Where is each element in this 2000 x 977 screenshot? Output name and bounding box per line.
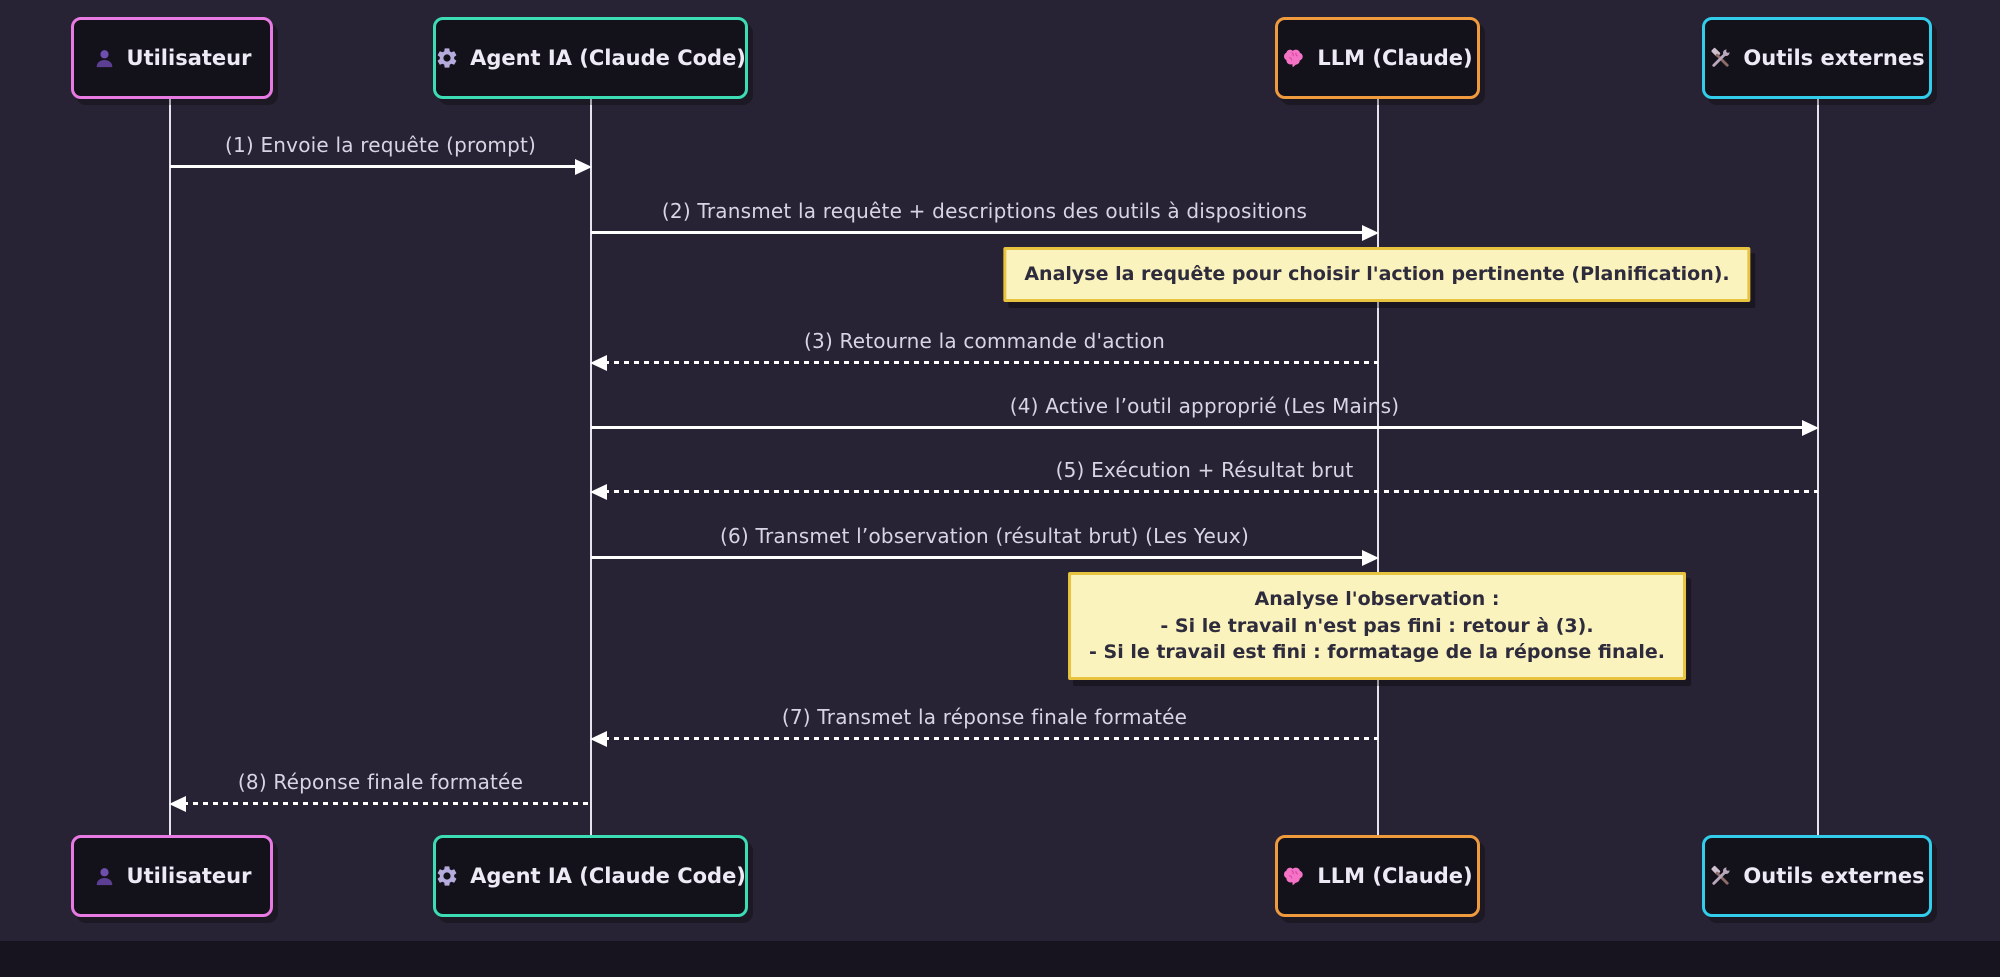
message-3-label: (3) Retourne la commande d'action <box>804 329 1165 353</box>
actor-label: Outils externes <box>1743 46 1925 70</box>
actor-agent-top: Agent IA (Claude Code) <box>433 17 748 99</box>
actor-utilisateur-top: Utilisateur <box>71 17 273 99</box>
message-5-arrow <box>604 490 1818 493</box>
message-5-label: (5) Exécution + Résultat brut <box>1055 458 1354 482</box>
message-2: (2) Transmet la requête + descriptions d… <box>591 194 1379 241</box>
actor-label: Agent IA (Claude Code) <box>470 864 746 888</box>
message-7: (7) Transmet la réponse finale formatée <box>590 700 1378 747</box>
tools-icon <box>1711 865 1731 885</box>
note-planification: Analyse la requête pour choisir l'action… <box>1003 247 1751 302</box>
actor-label: Agent IA (Claude Code) <box>470 46 746 70</box>
actor-label: Utilisateur <box>126 864 252 888</box>
actor-llm-top: LLM (Claude) <box>1275 17 1480 99</box>
message-4-label: (4) Active l’outil approprié (Les Mains) <box>1009 394 1400 418</box>
message-4-arrow <box>591 426 1805 429</box>
lifeline-agent <box>590 99 592 835</box>
gear-icon <box>437 48 457 68</box>
arrowhead-icon <box>590 484 607 500</box>
arrowhead-icon <box>1362 225 1379 241</box>
message-4: (4) Active l’outil approprié (Les Mains) <box>591 389 1819 436</box>
message-8-label: (8) Réponse finale formatée <box>237 770 524 794</box>
message-6-label: (6) Transmet l’observation (résultat bru… <box>720 524 1249 548</box>
arrowhead-icon <box>575 159 592 175</box>
note-observation: Analyse l'observation : - Si le travail … <box>1068 572 1686 680</box>
message-2-label: (2) Transmet la requête + descriptions d… <box>661 199 1308 223</box>
user-icon <box>96 867 112 885</box>
message-2-arrow <box>591 231 1365 234</box>
lifeline-outils <box>1817 99 1819 835</box>
message-6-arrow <box>591 556 1365 559</box>
actor-utilisateur-bottom: Utilisateur <box>71 835 273 917</box>
message-1-label: (1) Envoie la requête (prompt) <box>224 133 537 157</box>
message-8-arrow <box>183 802 591 805</box>
actor-outils-top: Outils externes <box>1702 17 1932 99</box>
message-7-label: (7) Transmet la réponse finale formatée <box>781 705 1188 729</box>
bottom-band <box>0 941 2000 977</box>
brain-icon <box>1284 867 1304 886</box>
message-3: (3) Retourne la commande d'action <box>590 324 1378 371</box>
brain-icon <box>1284 49 1304 68</box>
lifeline-utilisateur <box>169 99 171 835</box>
arrowhead-icon <box>169 796 186 812</box>
actor-label: Utilisateur <box>126 46 252 70</box>
message-3-arrow <box>604 361 1378 364</box>
lifeline-llm <box>1377 99 1379 835</box>
tools-icon <box>1711 47 1731 67</box>
gear-icon <box>437 866 457 886</box>
message-8: (8) Réponse finale formatée <box>169 765 591 812</box>
message-5: (5) Exécution + Résultat brut <box>590 453 1818 500</box>
actor-label: Outils externes <box>1743 864 1925 888</box>
message-1-arrow <box>170 165 578 168</box>
actor-label: LLM (Claude) <box>1317 46 1473 70</box>
arrowhead-icon <box>590 731 607 747</box>
actor-outils-bottom: Outils externes <box>1702 835 1932 917</box>
message-7-arrow <box>604 737 1378 740</box>
actor-llm-bottom: LLM (Claude) <box>1275 835 1480 917</box>
arrowhead-icon <box>590 355 607 371</box>
arrowhead-icon <box>1362 550 1379 566</box>
message-6: (6) Transmet l’observation (résultat bru… <box>591 519 1379 566</box>
arrowhead-icon <box>1802 420 1819 436</box>
message-1: (1) Envoie la requête (prompt) <box>170 128 592 175</box>
user-icon <box>96 49 112 67</box>
actor-agent-bottom: Agent IA (Claude Code) <box>433 835 748 917</box>
actor-label: LLM (Claude) <box>1317 864 1473 888</box>
